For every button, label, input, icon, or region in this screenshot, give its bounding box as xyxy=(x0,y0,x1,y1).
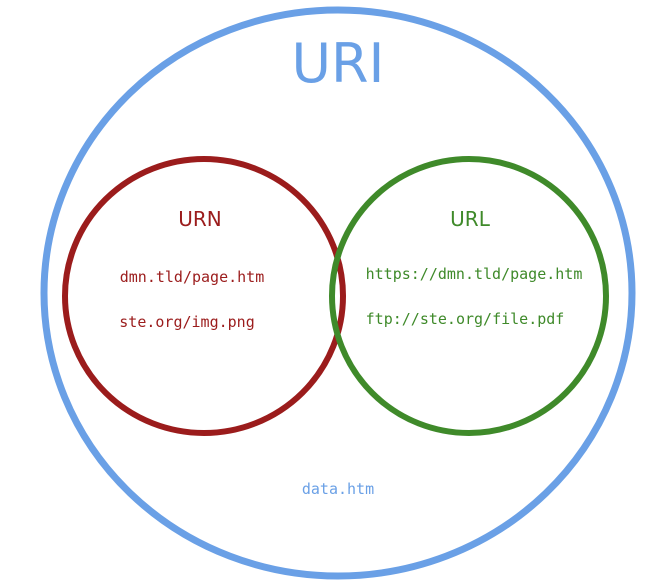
urn-item-1: dmn.tld/page.htm xyxy=(120,268,265,286)
urn-circle xyxy=(62,156,346,436)
uri-item-1: data.htm xyxy=(302,480,374,498)
uri-label: URI xyxy=(292,32,385,95)
urn-item-2: ste.org/img.png xyxy=(119,313,254,331)
uri-circle xyxy=(40,6,636,580)
url-item-1: https://dmn.tld/page.htm xyxy=(366,265,583,283)
url-circle xyxy=(329,156,609,436)
urn-label: URN xyxy=(178,207,222,231)
url-item-2: ftp://ste.org/file.pdf xyxy=(366,310,565,328)
url-label: URL xyxy=(450,207,491,231)
